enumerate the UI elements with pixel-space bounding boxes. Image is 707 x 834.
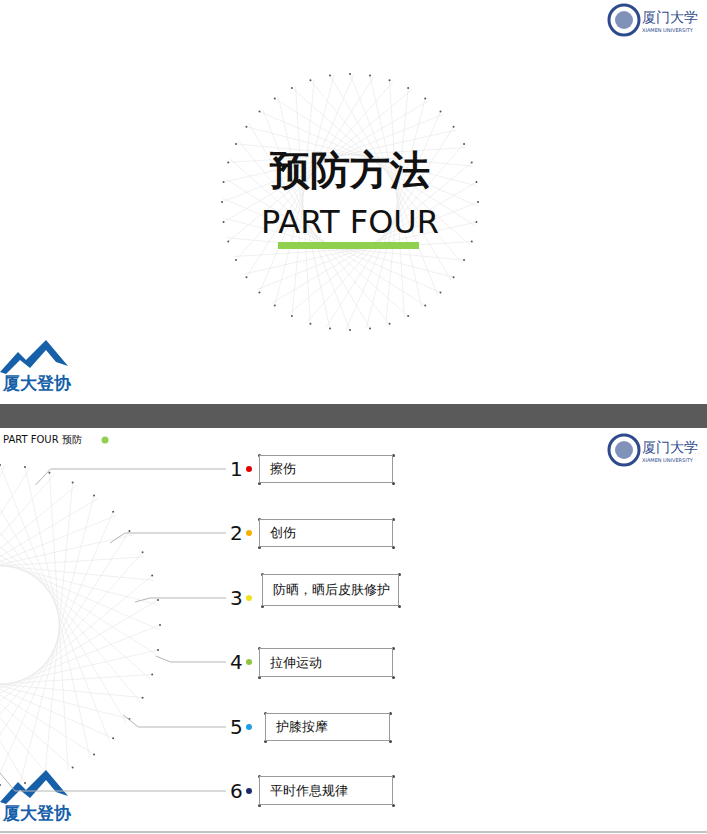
item-text: 防晒，晒后皮肤修护: [273, 581, 390, 599]
university-name: 厦门大学: [642, 9, 698, 27]
club-name: 厦大登协: [3, 372, 71, 395]
slide-title: 预防方法: [270, 143, 430, 198]
color-dot: [246, 595, 252, 601]
leader-line: [110, 533, 226, 543]
divider-band: [0, 404, 707, 428]
item-box: 拉伸运动: [259, 648, 393, 677]
green-dot: [102, 437, 109, 444]
item-text: 护膝按摩: [276, 718, 328, 736]
item-box: 防晒，晒后皮肤修护: [262, 574, 399, 606]
green-bar: [278, 242, 419, 249]
item-box: 擦伤: [259, 455, 393, 483]
item-box: 创伤: [259, 519, 393, 547]
color-dot: [246, 659, 252, 665]
color-dot: [246, 724, 252, 730]
callout-number: 5: [230, 715, 243, 739]
section-tag: PART FOUR 预防: [3, 433, 82, 447]
color-dot: [246, 466, 252, 472]
callout-number: 6: [230, 779, 243, 803]
item-text: 擦伤: [270, 460, 296, 478]
leader-line: [156, 656, 226, 662]
decorative-circle: [221, 73, 479, 331]
club-logo-mountains: [0, 340, 68, 804]
leader-line: [36, 469, 226, 485]
university-emblem: [609, 5, 639, 465]
callout-number: 3: [230, 586, 243, 610]
leader-line: [135, 598, 226, 602]
item-text: 平时作息规律: [270, 782, 348, 800]
item-box: 护膝按摩: [265, 713, 390, 741]
callout-number: 4: [230, 650, 243, 674]
university-english: XIAMEN UNIVERSITY: [642, 457, 693, 463]
callout-number: 1: [230, 457, 243, 481]
part-label: PART FOUR: [261, 203, 439, 241]
color-dot: [246, 530, 252, 536]
item-box: 平时作息规律: [259, 776, 393, 805]
color-dot: [246, 788, 252, 794]
item-text: 创伤: [270, 524, 296, 542]
university-english: XIAMEN UNIVERSITY: [642, 27, 693, 33]
leader-line: [123, 715, 226, 727]
leader-lines: [0, 469, 226, 791]
bottom-rule: [0, 832, 707, 833]
club-name: 厦大登协: [3, 802, 71, 825]
university-name: 厦门大学: [642, 439, 698, 457]
callout-number: 2: [230, 521, 243, 545]
item-text: 拉伸运动: [270, 654, 322, 672]
decorative-circle: [0, 464, 161, 786]
leader-line: [0, 773, 226, 791]
